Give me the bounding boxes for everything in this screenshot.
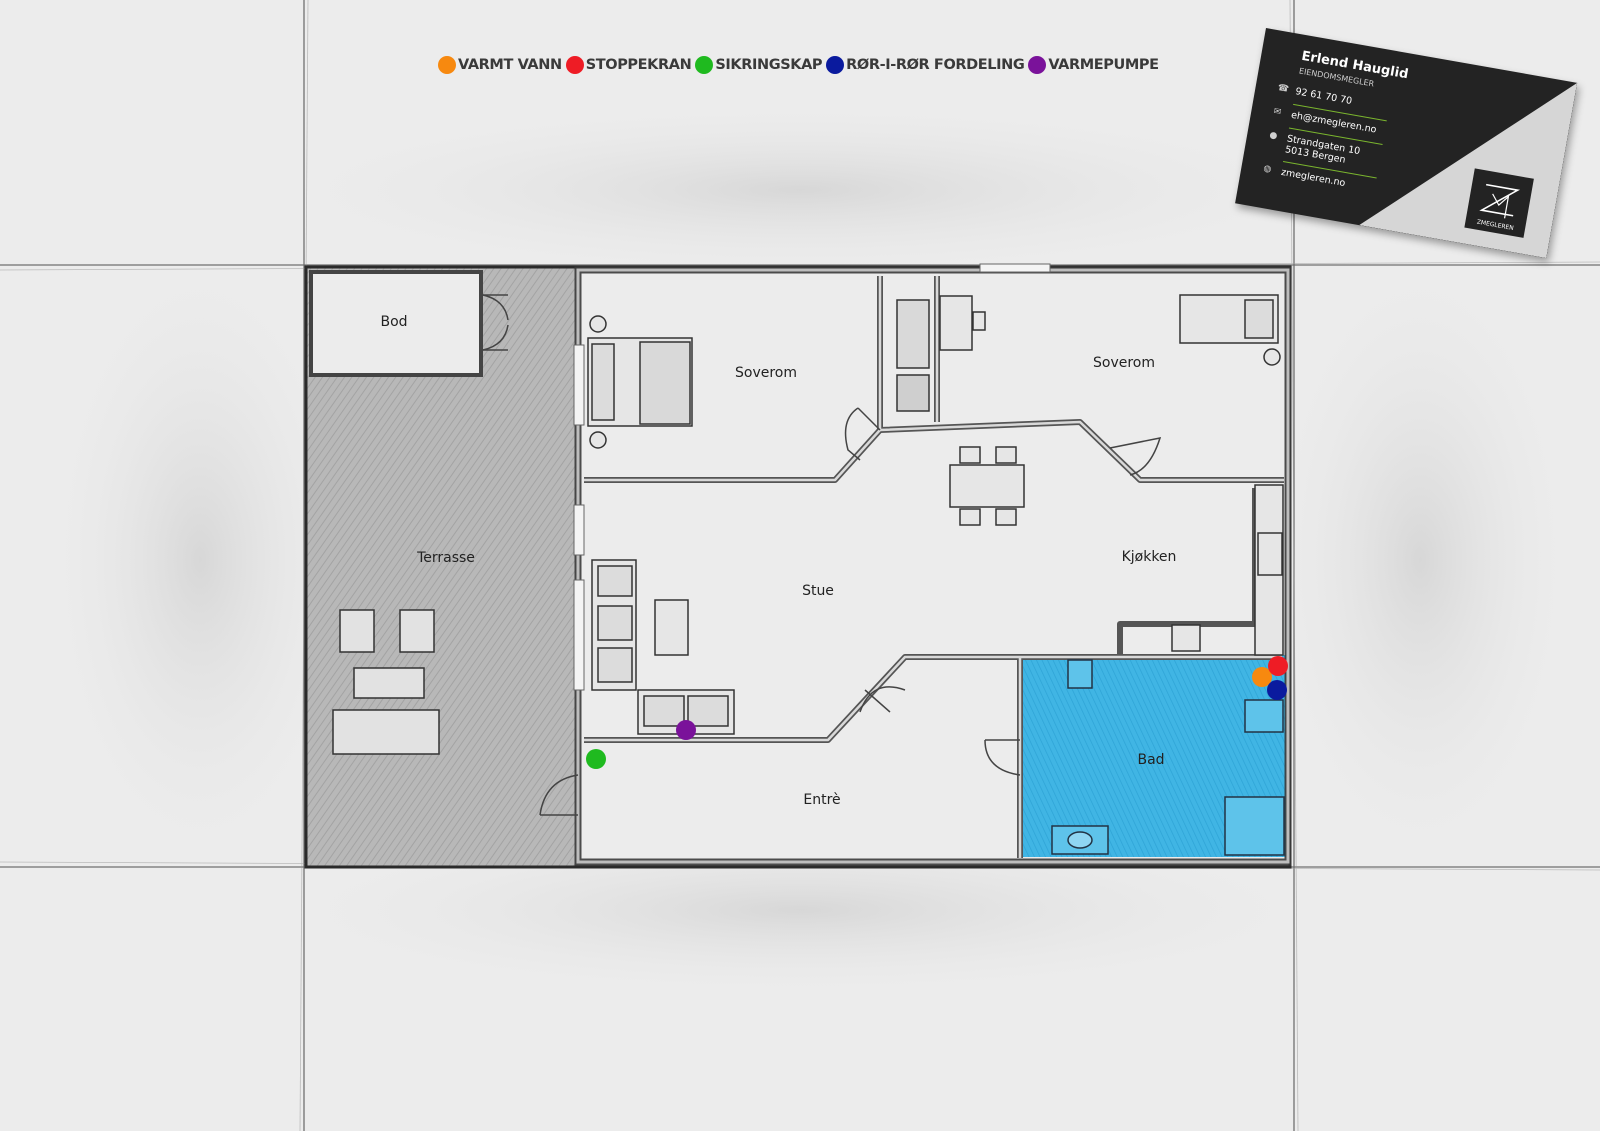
room-label-bod: Bod (380, 314, 408, 330)
legend-item-varmepumpe: VARMEPUMPE (1028, 56, 1159, 74)
room-label-kjokken: Kjøkken (1121, 549, 1177, 565)
room-label-soverom-right: Soverom (1092, 355, 1156, 371)
legend-label: VARMEPUMPE (1048, 57, 1159, 73)
varmt-vann-dot-icon (438, 56, 456, 74)
legend-item-varmt-vann: VARMT VANN (438, 56, 562, 74)
room-label-stue: Stue (802, 583, 834, 599)
ror-i-ror-marker (1267, 680, 1287, 700)
legend-label: SIKRINGSKAP (715, 57, 823, 73)
phone-icon: ☎ (1276, 83, 1290, 95)
room-label-terrasse: Terrasse (417, 550, 475, 566)
card-phone: 92 61 70 70 (1294, 86, 1353, 107)
legend-item-ror-i-ror: RØR-I-RØR FORDELING (826, 56, 1025, 74)
legend-label: VARMT VANN (458, 57, 562, 73)
card-email: eh@zmegleren.no (1290, 109, 1378, 136)
business-card: Erlend Hauglid EIENDOMSMEGLER ☎ 92 61 70… (1235, 28, 1578, 259)
globe-icon: ◍ (1262, 163, 1273, 175)
zmegleren-logo: ZMEGLEREN (1464, 168, 1534, 238)
room-label-entre: Entrè (803, 792, 841, 808)
location-pin-icon: ● (1268, 130, 1279, 142)
stoppekran-dot-icon (565, 56, 584, 74)
varmt-vann-marker (1252, 667, 1272, 687)
legend-label: STOPPEKRAN (585, 57, 692, 73)
mail-icon: ✉ (1272, 106, 1282, 118)
legend: VARMT VANN STOPPEKRAN SIKRINGSKAP RØR-I-… (438, 54, 1163, 76)
sikringskap-marker (586, 749, 606, 769)
logo-mark-icon (1479, 183, 1521, 219)
stoppekran-marker (1268, 656, 1288, 676)
ror-i-ror-dot-icon (826, 56, 845, 74)
varmepumpe-dot-icon (1028, 56, 1047, 74)
legend-label: RØR-I-RØR FORDELING (846, 57, 1025, 73)
varmepumpe-marker (676, 720, 696, 740)
room-label-soverom-left: Soverom (734, 365, 798, 381)
legend-item-sikringskap: SIKRINGSKAP (695, 56, 823, 74)
legend-item-stoppekran: STOPPEKRAN (565, 56, 692, 74)
sikringskap-dot-icon (695, 56, 714, 74)
room-label-bad: Bad (1137, 752, 1165, 768)
